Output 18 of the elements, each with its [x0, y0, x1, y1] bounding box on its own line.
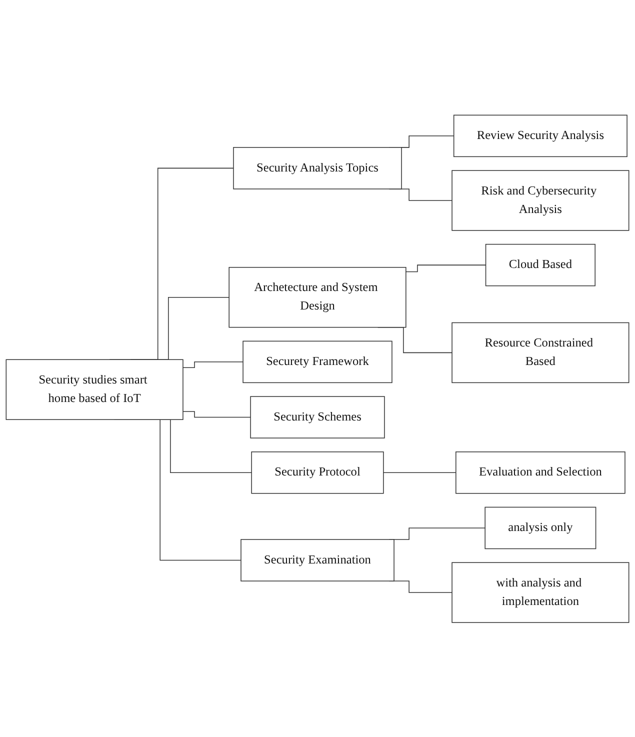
node-box: Security Protocol: [251, 451, 384, 494]
connector: [383, 472, 456, 473]
node-box: with analysis and implementation: [452, 562, 630, 623]
connector: [182, 361, 244, 368]
connector: [406, 264, 486, 272]
node-box: Review Security Analysis: [453, 114, 628, 157]
node-box: Archetecture and System Design: [228, 266, 406, 328]
node-box: analysis only: [484, 506, 596, 549]
node-box: Securety Framework: [242, 340, 392, 383]
node-box: Cloud Based: [485, 244, 596, 286]
node-box: Evaluation and Selection: [456, 451, 626, 494]
node-box: Resource Constrained Based: [452, 322, 630, 383]
connector: [182, 410, 251, 418]
node-box: Risk and Cybersecurity Analysis: [452, 170, 630, 230]
node-box: Security Schemes: [250, 396, 385, 438]
node-box: Security Examination: [240, 538, 394, 582]
node-box: Security Analysis Topics: [233, 146, 402, 189]
node-box: Security studies smart home based of IoT: [6, 358, 184, 420]
